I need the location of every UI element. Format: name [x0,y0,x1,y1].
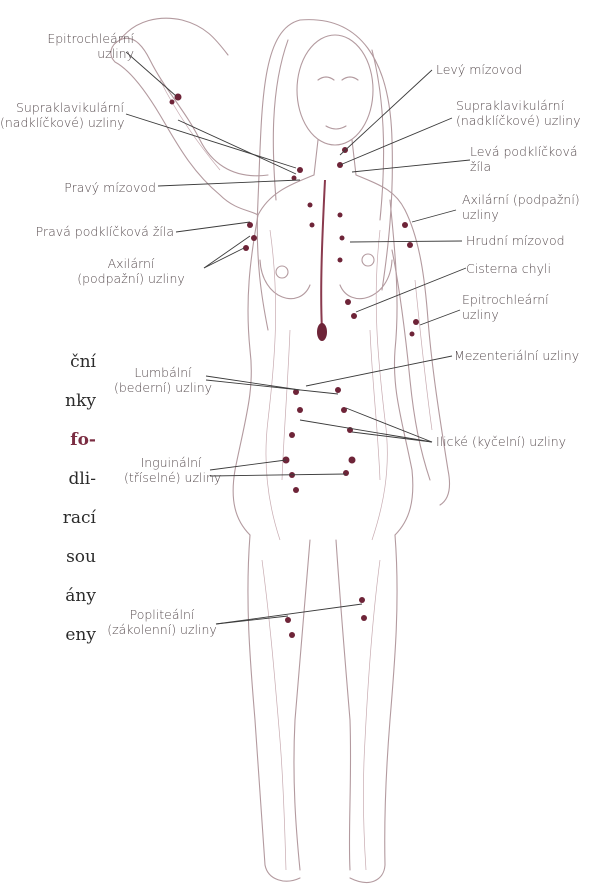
label-pravy-mizovod: Pravý mízovod [30,180,156,195]
label-line: Epitrochleární [20,31,134,46]
node [289,432,295,438]
node [297,407,303,413]
leader-lines [126,52,470,624]
label-line: Supraklavikulární [0,100,124,115]
label-line: žíla [470,159,578,174]
node [345,299,351,305]
label-line: (bederní) uzliny [108,380,218,395]
node [359,597,365,603]
label-line: Supraklavikulární [456,98,581,113]
label-cisterna-chyli: Cisterna chyli [466,261,551,276]
label-hrudni-mizovod: Hrudní mízovod [466,233,565,248]
label-epitrochlear-left: Epitrochleární uzliny [462,292,549,322]
label-line: Axilární (podpažní) [462,192,580,207]
label-axilarni-left: Axilární (podpažní) uzliny [462,192,580,222]
label-line: Popliteální [104,607,220,622]
node [410,332,415,337]
body-outline [111,18,450,882]
label-line: Levá podklíčková [470,144,578,159]
label-line: (nadklíčkové) uzliny [0,115,124,130]
label-line: uzliny [20,46,134,61]
label-line: Lumbální [108,365,218,380]
node [297,167,303,173]
node [170,100,175,105]
label-line: (nadklíčkové) uzliny [456,113,581,128]
label-ilicke: Ilické (kyčelní) uzliny [436,434,566,449]
node [247,222,253,228]
node [413,319,419,325]
node [349,457,356,464]
label-leva-podklickova-zila: Levá podklíčková žíla [470,144,578,174]
node [338,213,343,218]
label-supraclavicular-left: Supraklavikulární (nadklíčkové) uzliny [456,98,581,128]
label-line: Axilární [56,256,206,271]
label-popliteal: Popliteální (zákolenní) uzliny [104,607,220,637]
node [335,387,341,393]
node [407,242,413,248]
node [293,487,299,493]
node [289,632,295,638]
label-line: (tříselné) uzliny [124,470,218,485]
node [338,258,343,263]
label-axilarni-right: Axilární (podpažní) uzliny [56,256,206,286]
label-line: (zákolenní) uzliny [104,622,220,637]
label-levy-mizovod: Levý mízovod [436,62,522,77]
node [285,617,291,623]
node [402,222,408,228]
label-inguinalni: Inguinální (tříselné) uzliny [124,455,218,485]
label-lumbalni: Lumbální (bederní) uzliny [108,365,218,395]
label-line: Inguinální [124,455,218,470]
label-line: Epitrochleární [462,292,549,307]
label-line: uzliny [462,207,580,222]
label-prava-podklickova-zila: Pravá podklíčková žíla [4,224,174,239]
label-epitrochlear-right: Epitrochleární uzliny [20,31,134,61]
label-mezenterialni: Mezenteriální uzliny [454,348,579,363]
node [340,236,345,241]
label-line: uzliny [462,307,549,322]
node [175,94,182,101]
thoracic-duct [321,180,325,330]
node [251,235,257,241]
label-line: (podpažní) uzliny [56,271,206,286]
node [343,470,349,476]
node [310,223,315,228]
node [361,615,367,621]
node [308,203,313,208]
node [351,313,357,319]
label-supraclavicular-right: Supraklavikulární (nadklíčkové) uzliny [0,100,124,130]
cisterna-chyli-shape [317,323,327,341]
